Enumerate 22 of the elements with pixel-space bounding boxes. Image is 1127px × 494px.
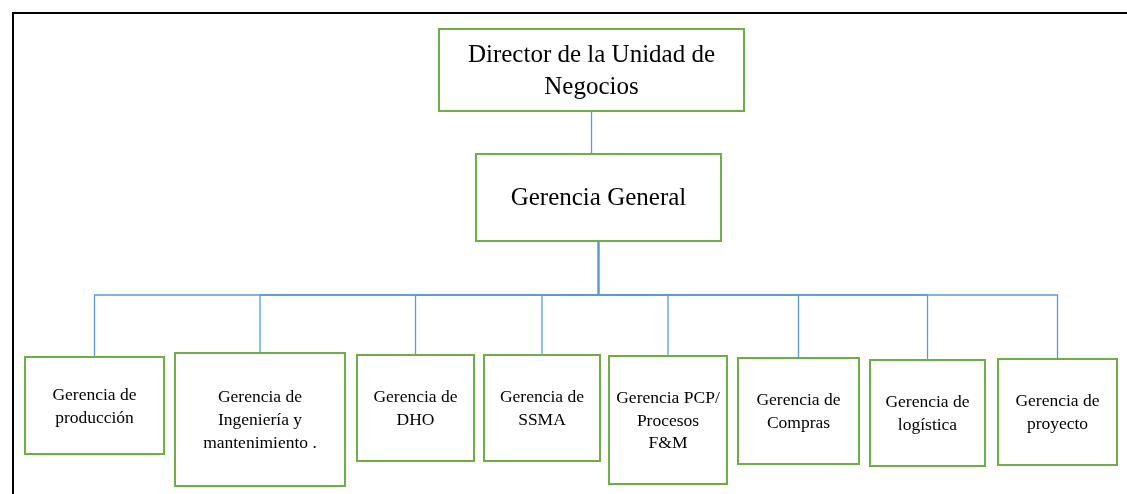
box-title: Gerencia de SSMA bbox=[498, 385, 585, 431]
org-box bbox=[483, 354, 601, 462]
org-box bbox=[737, 357, 860, 465]
connector-line bbox=[590, 111, 593, 154]
org-box bbox=[356, 354, 475, 462]
box-title: Gerencia de DHO bbox=[372, 385, 459, 431]
box-title: Gerencia PCP/ Procesos F&M bbox=[616, 385, 720, 455]
box-title: Director de la Unidad de Negocios bbox=[466, 38, 717, 101]
box-title: Gerencia de Ingeniería y mantenimiento . bbox=[202, 385, 318, 454]
org-box bbox=[869, 359, 986, 467]
connector-line bbox=[597, 241, 1059, 359]
org-box bbox=[997, 358, 1118, 466]
org-box bbox=[475, 153, 722, 242]
box-title: Gerencia General bbox=[510, 182, 687, 213]
org-box bbox=[608, 355, 728, 485]
box-title: Gerencia de Compras bbox=[755, 388, 842, 434]
org-box bbox=[174, 352, 346, 487]
box-title: Gerencia de producción bbox=[51, 382, 138, 429]
org-box bbox=[24, 356, 165, 455]
box-title: Gerencia de proyecto bbox=[1014, 389, 1101, 435]
box-title: Gerencia de logística bbox=[884, 390, 971, 436]
org-box bbox=[438, 28, 745, 112]
